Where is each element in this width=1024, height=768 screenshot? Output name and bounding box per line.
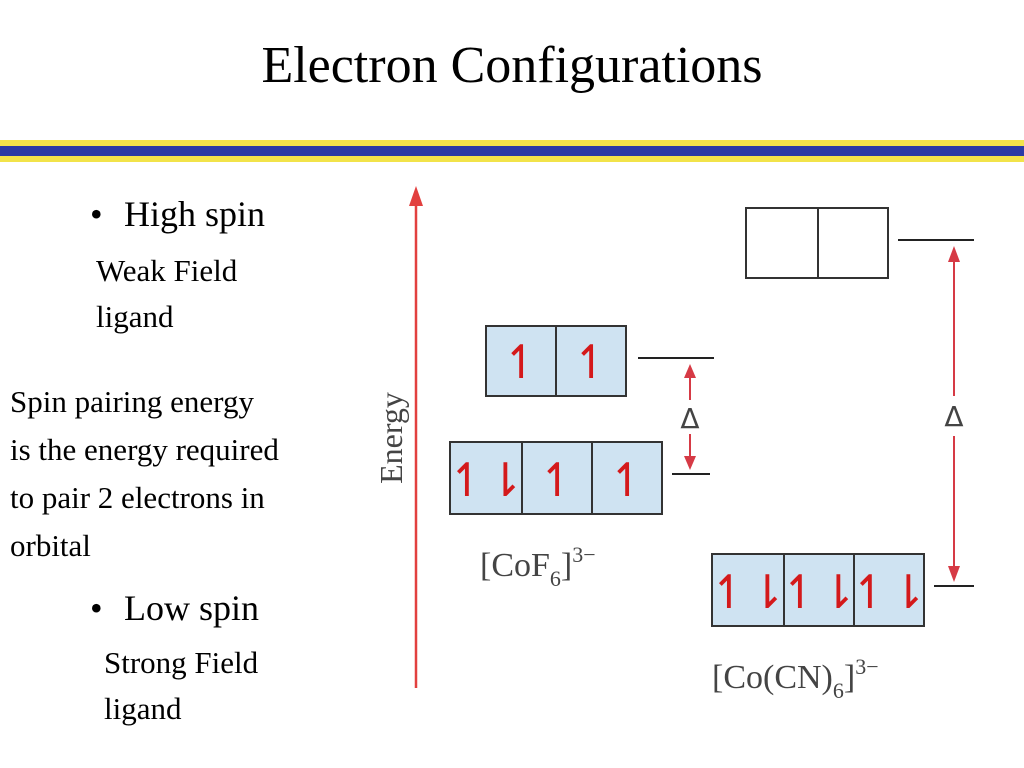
orbital-box (783, 553, 855, 627)
energy-axis-label: Energy (373, 392, 409, 484)
electron-pair: ↿⇂ (850, 565, 927, 619)
orbital-box (521, 441, 593, 515)
spin-pairing-line4: orbital (10, 528, 91, 563)
orbital-box (711, 553, 785, 627)
high-spin-bullet: • High spin (90, 192, 265, 236)
strong-field-line1: Strong Field (104, 645, 259, 680)
weak-field-label: Weak Field ligand (96, 248, 237, 340)
electron-up: ↿ (608, 453, 647, 507)
electron-up: ↿ (538, 453, 577, 507)
orbital-box (853, 553, 925, 627)
cof6-delta-label: Δ (680, 402, 699, 435)
cof6-t2g-orbitals: ↿⇂ ↿ ↿ (447, 441, 663, 515)
cocn6-eg-orbitals (745, 207, 889, 279)
weak-field-line2: ligand (96, 299, 174, 334)
title-underline-blue (0, 146, 1024, 156)
low-spin-bullet: • Low spin (90, 586, 259, 630)
title-underline-yellow-bottom (0, 156, 1024, 162)
bullet-dot: • (90, 194, 103, 234)
title-underline-yellow-top (0, 140, 1024, 146)
electron-up: ↿ (502, 335, 541, 389)
spin-pairing-paragraph: Spin pairing energy is the energy requir… (10, 378, 370, 570)
spin-pairing-line1: Spin pairing energy (10, 384, 254, 419)
orbital-box (485, 325, 557, 397)
low-spin-label: Low spin (124, 588, 259, 628)
bullet-dot: • (90, 588, 103, 628)
cocn6-formula: [Co(CN)6]3− (712, 654, 879, 703)
strong-field-line2: ligand (104, 691, 182, 726)
electron-up: ↿ (572, 335, 611, 389)
electron-pair: ↿⇂ (780, 565, 857, 619)
electron-pair: ↿⇂ (447, 453, 524, 507)
cof6-formula: [CoF6]3− (480, 542, 596, 591)
orbital-box (449, 441, 523, 515)
strong-field-label: Strong Field ligand (104, 640, 258, 732)
electron-pair: ↿⇂ (709, 565, 786, 619)
orbital-box (817, 207, 889, 279)
energy-axis-arrowhead (409, 186, 423, 206)
slide-title: Electron Configurations (261, 37, 763, 94)
spin-pairing-line2: is the energy required (10, 432, 279, 467)
orbital-box (745, 207, 819, 279)
orbital-box (591, 441, 663, 515)
cocn6-t2g-orbitals: ↿⇂ ↿⇂ ↿⇂ (709, 553, 928, 627)
cof6-eg-orbitals: ↿ ↿ (485, 325, 627, 397)
cocn6-delta-arrow (948, 246, 960, 582)
cocn6-delta-label: Δ (944, 400, 963, 433)
orbital-box (555, 325, 627, 397)
spin-pairing-line3: to pair 2 electrons in (10, 480, 265, 515)
cof6-delta-arrow (684, 364, 696, 470)
weak-field-line1: Weak Field (96, 253, 238, 288)
high-spin-label: High spin (124, 194, 266, 234)
